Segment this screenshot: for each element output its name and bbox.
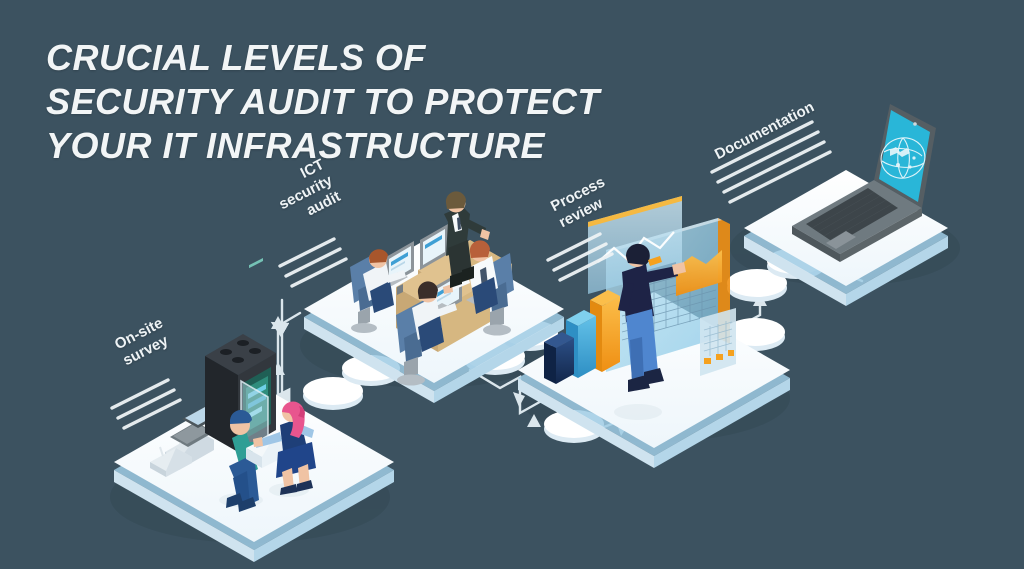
office-people (350, 191, 514, 386)
stripes-ict-security-audit (278, 237, 348, 288)
stripes-on-site-survey (110, 378, 182, 430)
person-analyst (614, 243, 686, 420)
stripes-process-review (546, 232, 614, 282)
caption-underline-stripes (110, 120, 832, 430)
person-technician (219, 409, 292, 512)
platform-documentation (744, 104, 948, 306)
laptop-documentation (792, 104, 936, 262)
person-auditor (253, 401, 316, 497)
platform-ict-security-audit (304, 191, 564, 403)
platform-process-review (518, 196, 790, 468)
stripes-documentation (710, 120, 832, 204)
page-title: CRUCIAL LEVELS OF SECURITY AUDIT TO PROT… (46, 37, 600, 166)
bar-chart-columns (544, 290, 620, 384)
platform-on-site-survey (114, 257, 394, 562)
